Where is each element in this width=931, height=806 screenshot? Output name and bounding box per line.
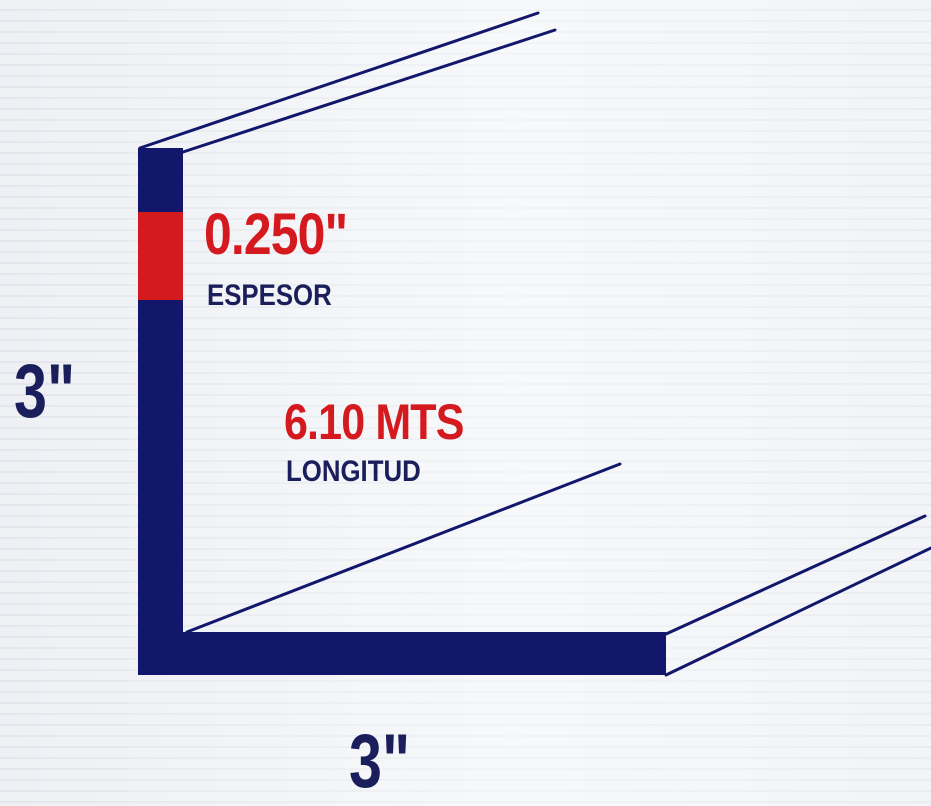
width-dimension: 3": [349, 719, 411, 804]
inner-corner-edge: [185, 462, 622, 634]
top-back-edge-inner: [181, 28, 557, 154]
thickness-value: 0.250": [204, 202, 348, 267]
length-label: LONGITUD: [286, 455, 421, 488]
right-back-edge-lower: [664, 546, 931, 677]
right-back-edge-upper: [664, 514, 927, 636]
thickness-label: ESPESOR: [207, 279, 332, 312]
height-dimension: 3": [14, 349, 76, 434]
length-value: 6.10 MTS: [284, 394, 464, 450]
thickness-highlight: [138, 212, 183, 300]
top-back-edge-outer: [138, 11, 540, 150]
extrusion-lines: [138, 11, 931, 677]
